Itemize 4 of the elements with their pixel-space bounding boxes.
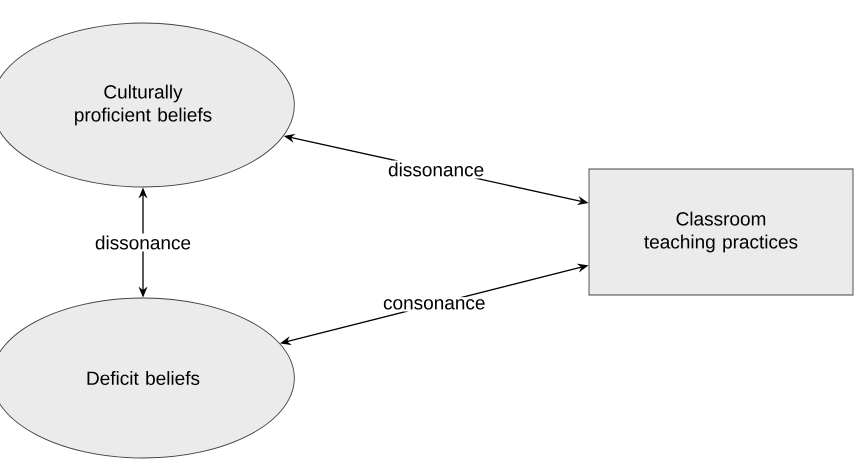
practice-box: Classroom teaching practices [588, 168, 854, 296]
edge-label: dissonance [96, 236, 190, 250]
edge-label: dissonance [388, 162, 484, 176]
edge-label: consonance [384, 299, 485, 310]
